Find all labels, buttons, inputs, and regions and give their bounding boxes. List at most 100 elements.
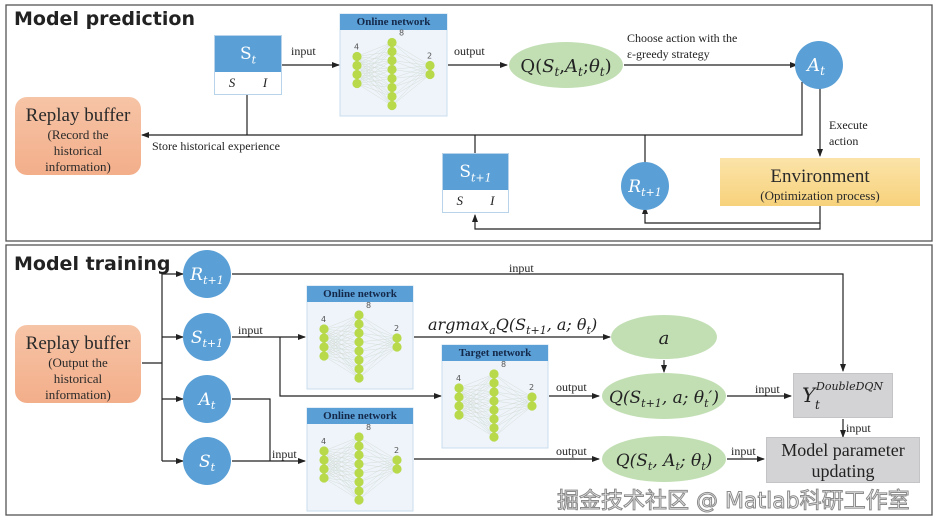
neuron [319,324,329,334]
neuron [354,459,364,469]
network-connection [358,346,398,379]
network-connection [358,459,398,501]
layer-size-label: 2 [529,383,534,392]
neuron [425,60,435,71]
network-connection [458,373,495,398]
state-box: St S I [214,35,282,95]
neuron [489,396,499,406]
state-node-label: St [199,452,216,474]
network-connection [458,391,495,416]
neuron [319,464,329,474]
network-connection [391,60,431,66]
neuron [319,333,329,343]
neuron [354,355,364,365]
online-network-training-1: 482 [306,285,414,390]
network-connection [358,314,398,339]
next-state-box-features: S I [443,190,508,212]
network-connection [358,454,398,461]
layer-size-label: 8 [366,423,371,432]
network-connection [493,396,533,420]
model-update-line-2: updating [811,461,875,481]
network-connection [391,65,431,70]
neuron [454,410,464,420]
watermark: 掘金技术社区 @ Matlab科研工作室 [557,489,911,515]
network-connection [323,341,360,357]
y-sub: t [815,398,820,412]
network-connection [323,445,360,479]
label-store-experience: Store historical experience [152,139,280,153]
neuron [454,383,464,393]
neuron [527,392,537,402]
network-connection [493,373,533,398]
q-target-label: Q(St+1, a; θt′) [609,388,719,410]
network-connection [323,323,360,357]
replay-buffer-output: Replay buffer (Output the historical inf… [15,325,141,403]
network-connection [391,42,431,66]
neuron [387,46,397,57]
network-connection [358,459,398,483]
neuron [392,342,402,352]
online-network-training-1-title: Online network [323,288,397,300]
q-online-label: Q(St, At; θt) [616,451,713,473]
label-execute-2: action [829,134,859,148]
neuron [489,405,499,415]
network-connection [358,332,398,339]
argmax-label: argmaxaQ(St+1, a; θt) [428,315,597,337]
network-connection [356,42,393,84]
network-connection [458,400,495,416]
feature-s: S [456,193,464,208]
network-connection [458,414,495,429]
network-connection [458,414,495,420]
arrow-env-to-reward [642,206,821,224]
next-state-node-circle [183,313,231,361]
replay-buffer-line-3: information) [45,159,111,174]
neuron [387,82,397,93]
layer-size-label: 4 [321,437,326,446]
network-title-bar [307,286,413,302]
next-state-box-head: St+1 [443,154,508,190]
neuron [354,495,364,505]
network-connection [493,382,533,398]
network-connection [493,396,533,429]
target-network: 482 [441,344,549,449]
neuron [352,51,362,62]
network-connection [356,51,393,84]
neuron [352,78,362,89]
network-title-bar [307,408,413,424]
model-update-line-1: Model parameter [781,440,905,460]
network-connection [323,477,360,492]
replay-buffer-line-1: (Output the [48,355,108,370]
feature-i: I [262,75,268,90]
neuron [352,60,362,71]
feature-i: I [490,193,495,208]
network-connection [323,314,360,357]
action-node-label: At [197,390,216,412]
training-panel-frame [5,244,933,516]
next-state-node-label: St+1 [191,328,223,350]
label-input-next-state: input [238,323,263,337]
network-connection [356,69,393,84]
label-input-state: input [272,447,297,461]
network-connection [323,314,360,330]
network-title-bar [442,345,548,361]
network-connection [356,42,393,57]
prediction-panel-frame [5,4,933,242]
network-connection [391,65,431,88]
layer-size-label: 4 [321,315,326,324]
network-connection [356,78,393,84]
network-connection [358,337,398,352]
network-connection [356,83,393,88]
feature-s: S [228,75,236,90]
neuron [319,455,329,465]
online-network-training-2: 482 [306,407,414,512]
neuron [319,446,329,456]
network-connection [391,51,431,66]
neuron [352,69,362,80]
network-connection [493,396,533,402]
neuron [489,432,499,442]
label-choose-action-2: ε-greedy strategy [627,47,710,61]
network-connection [323,314,360,348]
action-node-circle [795,41,843,89]
target-network-title: Target network [458,347,532,359]
network-connection [458,414,495,438]
